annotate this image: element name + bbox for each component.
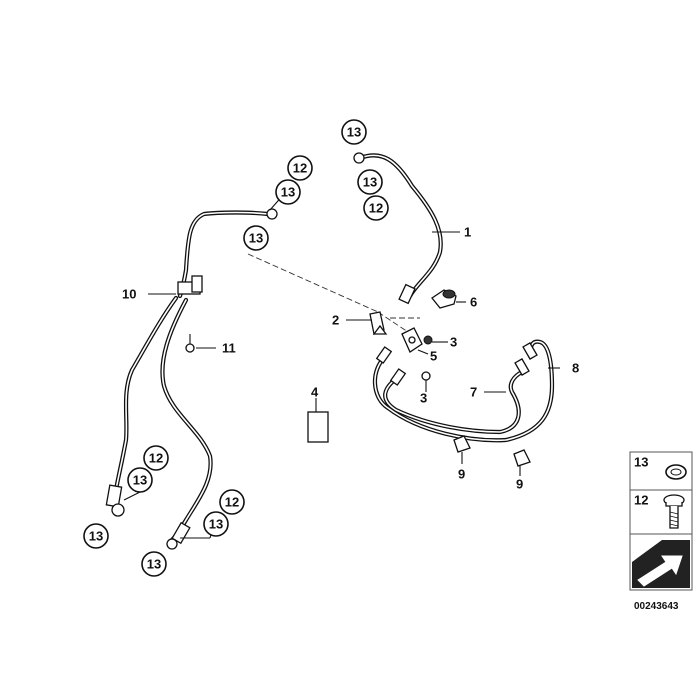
- svg-text:12: 12: [293, 161, 307, 176]
- svg-text:13: 13: [209, 517, 223, 532]
- label-11: 11: [222, 341, 236, 356]
- label-9-left: 9: [458, 467, 465, 482]
- label-8: 8: [572, 361, 579, 376]
- callout-13-bottom-right-b: 13: [141, 551, 167, 577]
- callout-13-bottom-left: 13: [127, 467, 153, 493]
- svg-text:12: 12: [149, 451, 163, 466]
- label-2: 2: [332, 313, 339, 328]
- svg-text:13: 13: [363, 175, 377, 190]
- callout-12-mid: 12: [287, 155, 313, 181]
- legend-number-12: 12: [634, 493, 648, 508]
- callout-12-bottom-left: 12: [143, 445, 169, 471]
- nut-3-lower: [421, 371, 431, 381]
- svg-text:13: 13: [249, 231, 263, 246]
- callout-13-bottom-left-b: 13: [83, 523, 109, 549]
- label-7: 7: [470, 385, 477, 400]
- svg-text:13: 13: [147, 557, 161, 572]
- distributor-5: [401, 327, 423, 353]
- label-6: 6: [470, 295, 477, 310]
- callout-12-bottom-right: 12: [219, 489, 245, 515]
- label-9-right: 9: [516, 477, 523, 492]
- svg-text:12: 12: [225, 495, 239, 510]
- screw-11: [185, 334, 195, 353]
- label-3-upper: 3: [450, 335, 457, 350]
- brake-line-7: [383, 369, 525, 435]
- leader-lines: [123, 169, 560, 539]
- assembly-dash-line: [247, 253, 421, 341]
- svg-text:13: 13: [281, 185, 295, 200]
- banjo-bolt-icon: [663, 494, 685, 529]
- clip-9-right: [513, 449, 531, 467]
- label-10: 10: [122, 287, 136, 302]
- fitting-left-7: [375, 342, 538, 386]
- brake-line-8: [372, 339, 555, 443]
- reference-number: 00243643: [634, 601, 679, 612]
- arrow-wrench-icon: [632, 540, 690, 588]
- callout-13-bottom-right: 13: [203, 511, 229, 537]
- label-5: 5: [430, 349, 437, 364]
- label-sheet-4: [307, 411, 329, 443]
- callout-13-top-b: 13: [357, 169, 383, 195]
- brake-hose-1: [353, 152, 443, 305]
- svg-text:13: 13: [89, 529, 103, 544]
- valve-6: [431, 289, 457, 309]
- label-4: 4: [311, 385, 319, 400]
- callout-13-mid: 13: [275, 179, 301, 205]
- parts-legend: 13 12: [629, 451, 693, 591]
- callout-13-mid-b: 13: [243, 225, 269, 251]
- brake-hose-10: [105, 208, 278, 550]
- callout-12-top: 12: [363, 195, 389, 221]
- nut-3-upper: [423, 335, 433, 345]
- legend-number-13: 13: [634, 455, 648, 470]
- label-3-lower: 3: [420, 391, 427, 406]
- bracket-2: [369, 311, 388, 335]
- label-1: 1: [464, 225, 471, 240]
- svg-text:13: 13: [347, 125, 361, 140]
- callout-13-top: 13: [341, 119, 367, 145]
- svg-text:13: 13: [133, 473, 147, 488]
- clip-9-left: [453, 435, 471, 453]
- svg-text:12: 12: [369, 201, 383, 216]
